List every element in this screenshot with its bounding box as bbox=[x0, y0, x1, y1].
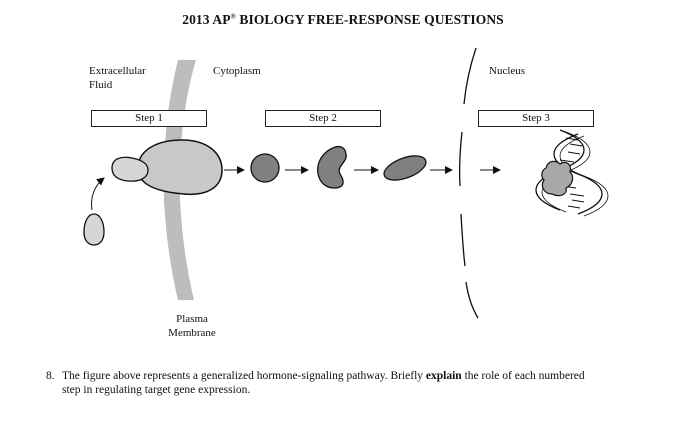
question-number: 8. bbox=[46, 370, 55, 382]
nuclear-envelope bbox=[458, 47, 479, 319]
registered-mark: ® bbox=[230, 12, 236, 21]
step-2-box: Step 2 bbox=[265, 110, 381, 127]
hormone-signaling-figure bbox=[83, 47, 609, 319]
label-plasma-membrane: Plasma Membrane bbox=[164, 312, 220, 340]
label-extracellular-fluid: Extracellular Fluid bbox=[89, 64, 146, 92]
signal-molecule-bean bbox=[317, 145, 347, 189]
page-header: 2013 AP® BIOLOGY FREE-RESPONSE QUESTIONS bbox=[0, 12, 686, 28]
signal-molecule-oval bbox=[383, 155, 427, 181]
question-8: 8. The figure above represents a general… bbox=[46, 369, 606, 397]
question-text-before: The figure above represents a generalize… bbox=[62, 370, 426, 382]
bound-hormone-shape bbox=[111, 156, 149, 182]
label-cytoplasm: Cytoplasm bbox=[213, 65, 261, 77]
question-emphasis: explain bbox=[425, 370, 462, 382]
label-plasma-line1: Plasma bbox=[176, 313, 208, 325]
label-nucleus: Nucleus bbox=[489, 65, 526, 77]
binding-arrow bbox=[91, 177, 105, 211]
question-text-after: the role of each numbered step in regula… bbox=[62, 370, 585, 396]
signal-molecule-circle bbox=[250, 153, 280, 183]
header-suffix: BIOLOGY FREE-RESPONSE QUESTIONS bbox=[235, 12, 504, 27]
label-plasma-line2: Membrane bbox=[168, 327, 216, 339]
question-text: The figure above represents a generalize… bbox=[62, 369, 606, 397]
step-1-box: Step 1 bbox=[91, 110, 207, 127]
label-extracellular-line2: Fluid bbox=[89, 79, 113, 91]
free-hormone-shape bbox=[83, 213, 105, 246]
header-prefix: 2013 AP bbox=[182, 12, 231, 27]
step-3-box: Step 3 bbox=[478, 110, 594, 127]
label-extracellular-line1: Extracellular bbox=[89, 65, 146, 77]
receptor-shape bbox=[137, 139, 223, 196]
transcription-factor-shape bbox=[541, 160, 574, 197]
